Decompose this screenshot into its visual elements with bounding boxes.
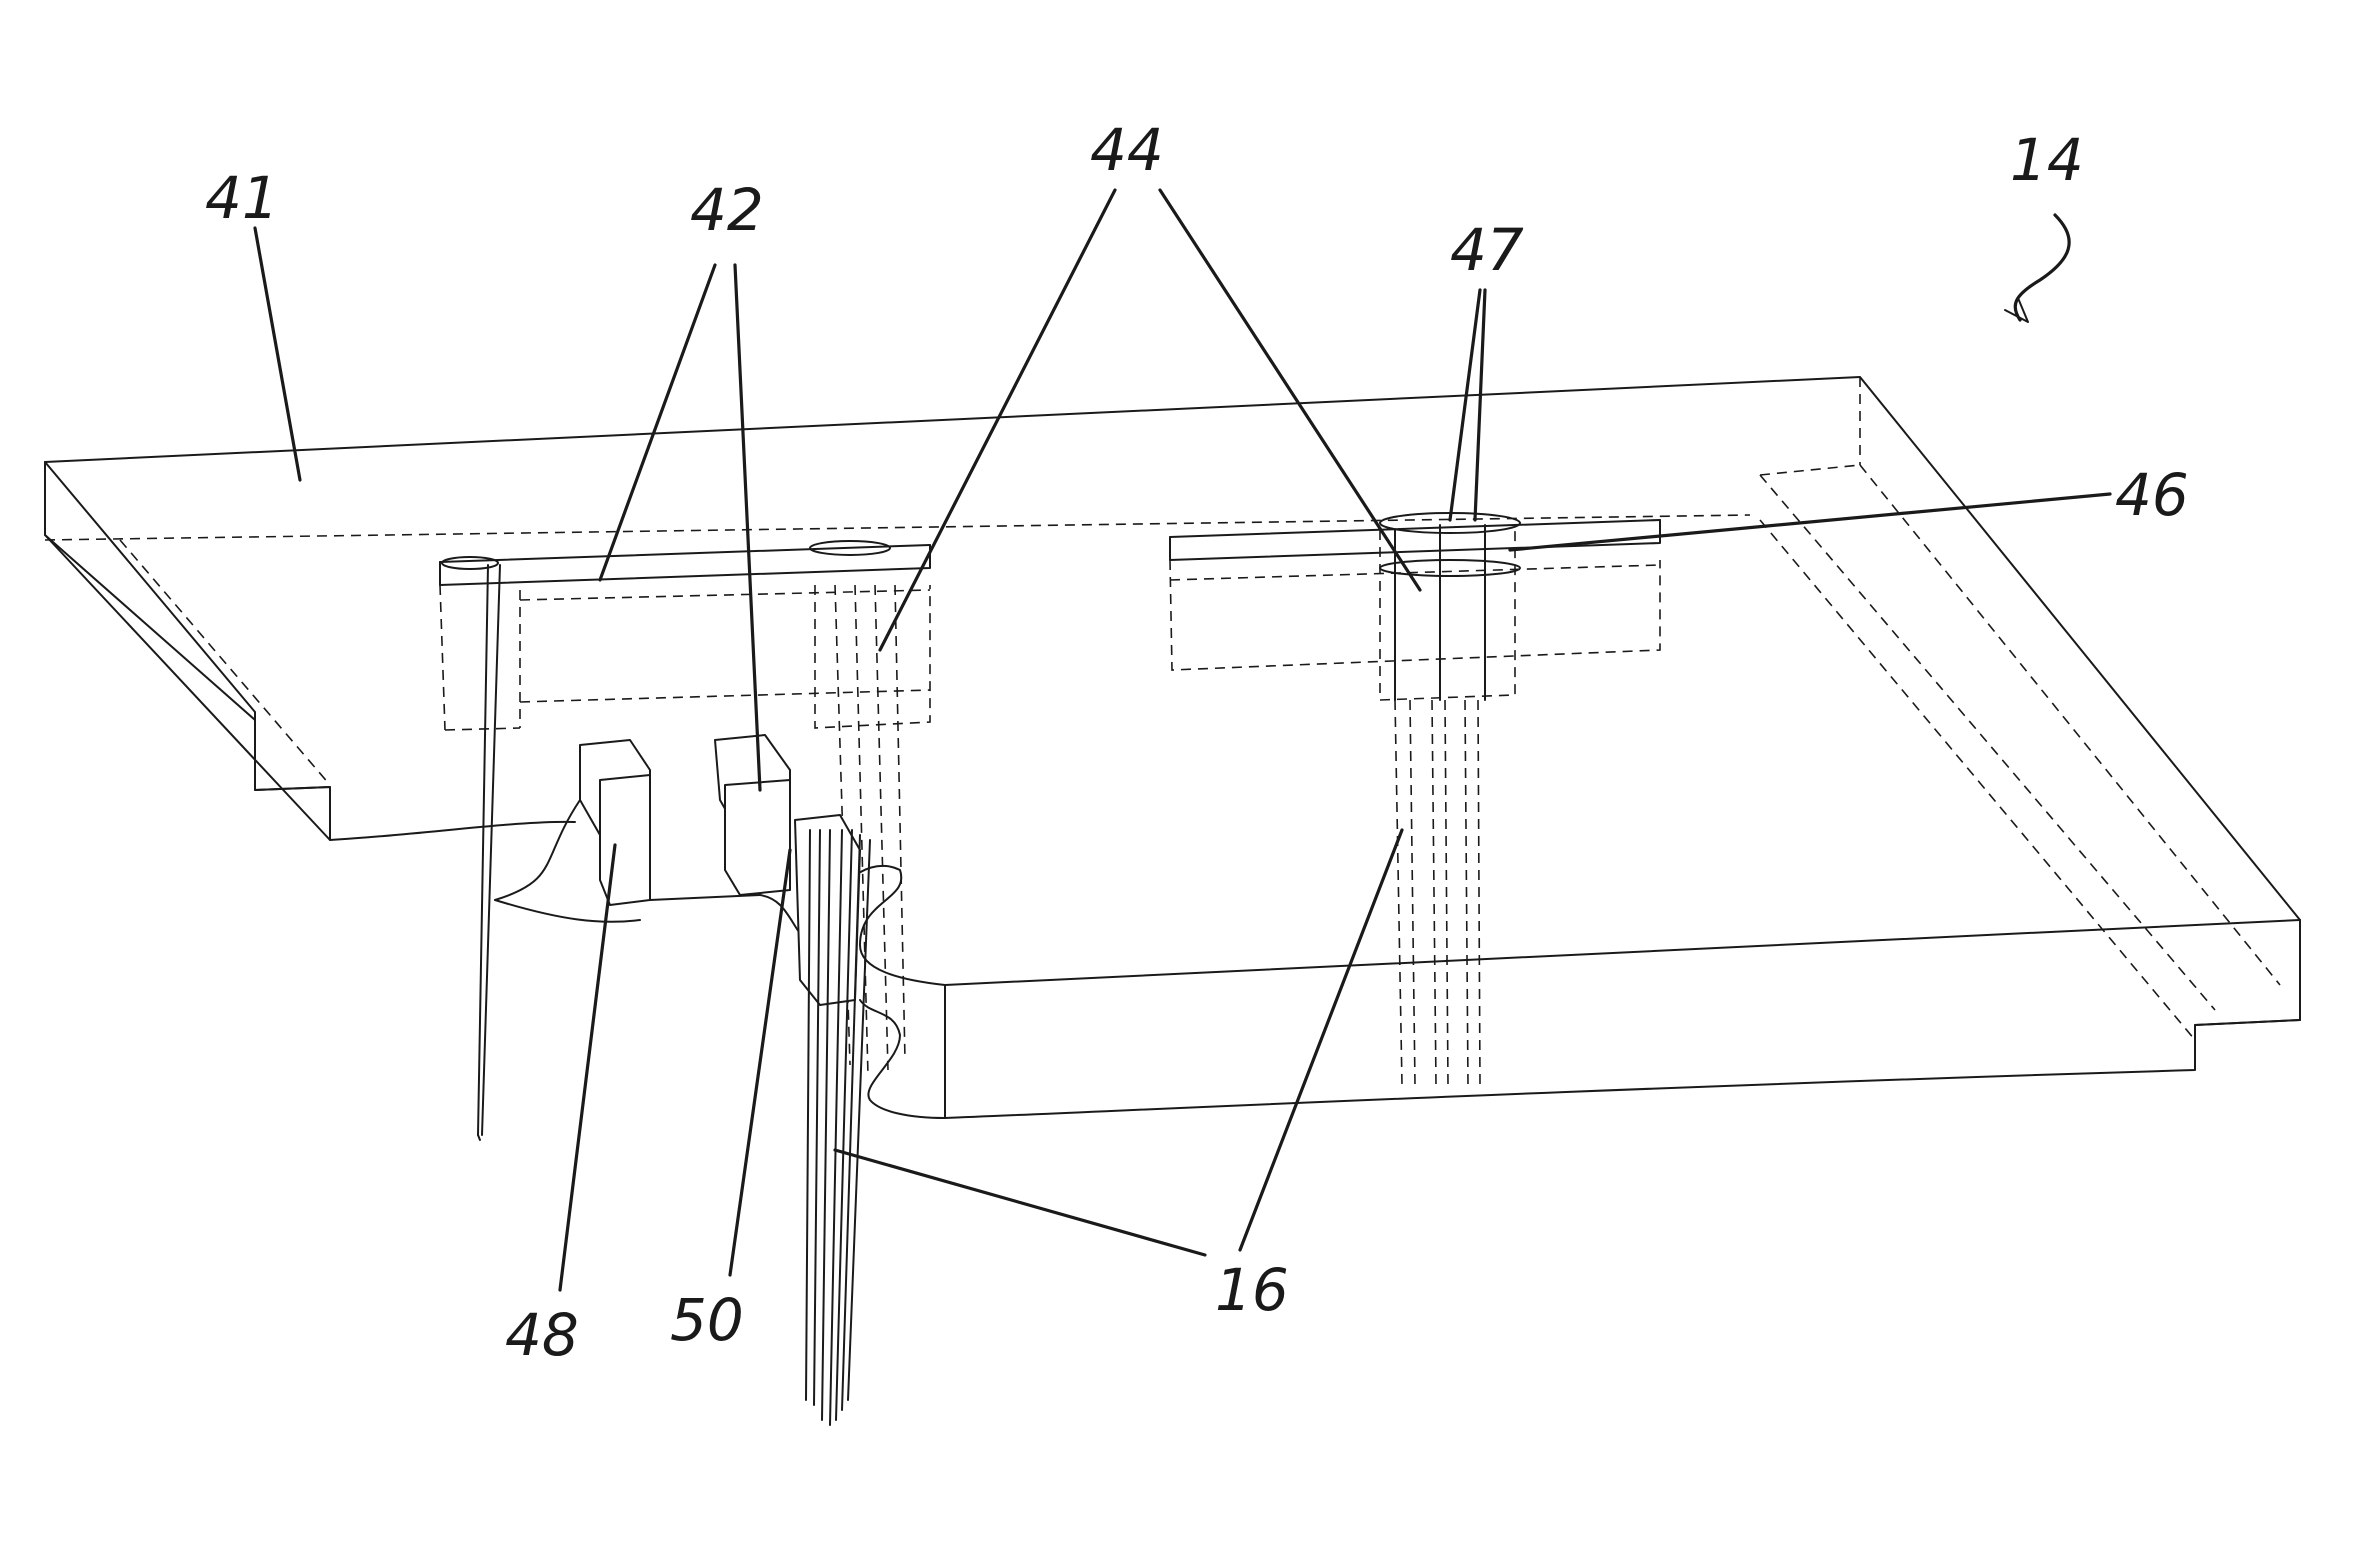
leader-lines bbox=[255, 190, 2110, 1290]
left-cartridge bbox=[440, 541, 930, 730]
label-44: 44 bbox=[1090, 116, 1164, 184]
label-46: 46 bbox=[2115, 461, 2189, 529]
right-needle-channels bbox=[1395, 525, 1485, 1085]
label-41: 41 bbox=[205, 164, 279, 232]
reference-labels: 41 42 44 47 14 46 48 50 16 bbox=[205, 116, 2189, 1369]
label-14: 14 bbox=[2010, 126, 2084, 194]
label-16: 16 bbox=[1215, 1256, 1289, 1324]
label-47: 47 bbox=[1450, 216, 1524, 284]
needle-bundle bbox=[795, 815, 870, 1425]
label-48: 48 bbox=[505, 1301, 579, 1369]
substrate-plate bbox=[45, 377, 2300, 1118]
label-42: 42 bbox=[690, 176, 764, 244]
right-cartridge bbox=[1170, 513, 1660, 700]
label-50: 50 bbox=[670, 1286, 744, 1354]
left-needle bbox=[478, 565, 500, 1140]
